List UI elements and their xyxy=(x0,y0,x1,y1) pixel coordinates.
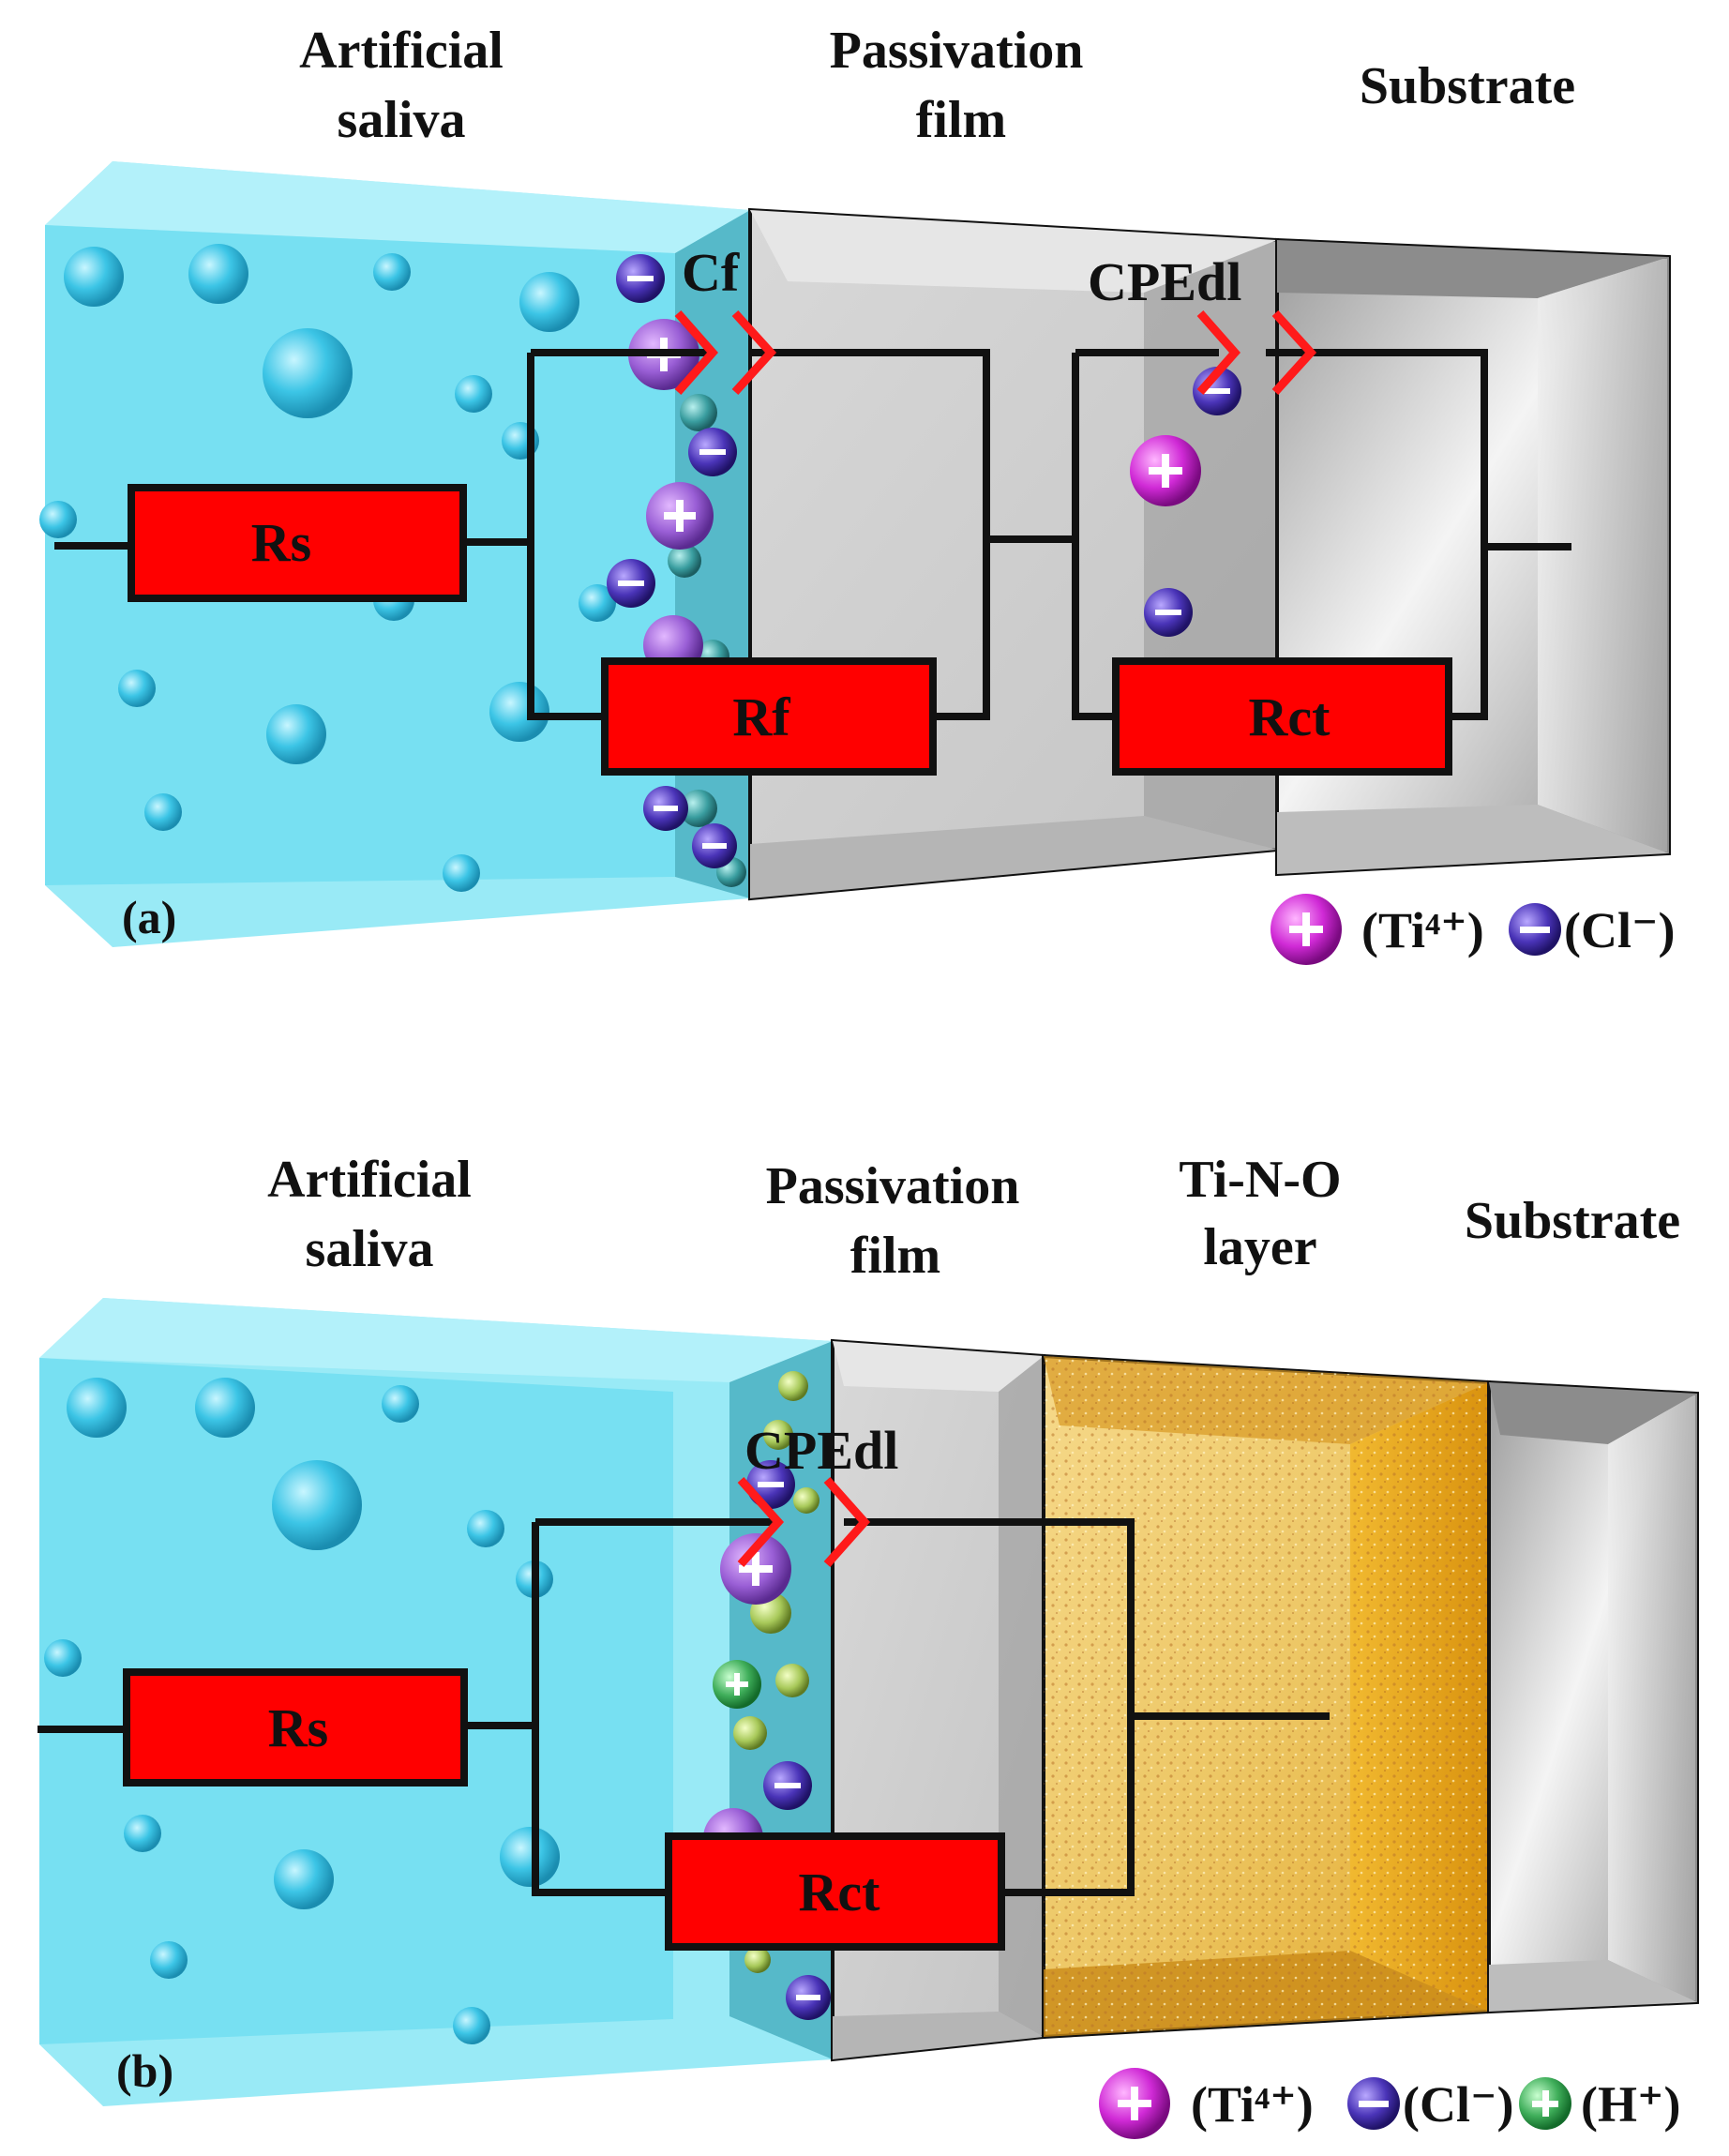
cation-legend-icon xyxy=(1270,894,1342,965)
ti-legend-label: (Ti⁴⁺) xyxy=(1361,902,1484,958)
panel-b-tino-header-line2: layer xyxy=(1203,1218,1316,1276)
cl-legend-label: (Cl⁻) xyxy=(1564,902,1675,958)
rct-b-resistor: Rct xyxy=(665,1832,1005,1951)
panel-a-film-header-line2: film xyxy=(916,91,1006,149)
anion-icon xyxy=(1193,367,1241,415)
rct-b-label: Rct xyxy=(799,1862,881,1922)
panel-b-substrate-header: Substrate xyxy=(1465,1192,1680,1250)
panel-a-film-header-line1: Passivation xyxy=(830,22,1084,80)
cl-b-legend-label: (Cl⁻) xyxy=(1403,2076,1513,2133)
cpedl-capacitor-symbol xyxy=(1196,309,1317,396)
anion-icon xyxy=(643,786,688,831)
rf-resistor: Rf xyxy=(601,657,937,776)
panel-b-film-header-line2: film xyxy=(850,1227,940,1285)
rs-resistor: Rs xyxy=(128,484,467,602)
panel-b-legend: (Ti⁴⁺) (Cl⁻) (H⁺) xyxy=(1099,2068,1680,2139)
panel-a-saliva-header-line2: saliva xyxy=(338,91,466,149)
rf-label: Rf xyxy=(732,686,790,747)
proton-icon xyxy=(713,1660,761,1709)
cf-capacitor-symbol xyxy=(674,309,777,396)
proton-legend-icon xyxy=(1519,2077,1571,2130)
anion-legend-icon xyxy=(1509,903,1561,956)
panel-b-ions xyxy=(703,1371,831,2020)
anion-icon xyxy=(688,428,737,476)
cpedl-b-capacitor-symbol xyxy=(737,1477,871,1567)
panel-b-tino-header-line1: Ti-N-O xyxy=(1179,1151,1341,1209)
panel-b-ti-n-o-layer-block xyxy=(1042,1353,1491,2040)
cf-label: Cf xyxy=(682,242,740,303)
panel-b-saliva-header-line1: Artificial xyxy=(267,1151,472,1209)
rs-label: Rs xyxy=(251,512,311,573)
rct-label: Rct xyxy=(1249,686,1331,747)
panel-b-saliva-header-line2: saliva xyxy=(306,1220,434,1278)
cation-icon xyxy=(720,1533,791,1605)
panel-a-substrate-header: Substrate xyxy=(1360,57,1575,115)
rs-b-label: Rs xyxy=(268,1697,328,1758)
anion-legend-icon xyxy=(1347,2077,1400,2130)
cation-legend-icon xyxy=(1099,2068,1170,2139)
panel-b: Rs Rct CPEdl Artificial saliva Passivati… xyxy=(38,1151,1699,2139)
panel-a-bubbles xyxy=(39,244,616,892)
panel-a-circuit-wires xyxy=(54,349,1571,720)
panel-a-passivation-film-block xyxy=(748,207,1279,901)
anion-icon xyxy=(616,254,665,303)
h-legend-label: (H⁺) xyxy=(1581,2076,1680,2133)
rct-resistor: Rct xyxy=(1112,657,1452,776)
panel-b-film-header-line1: Passivation xyxy=(766,1157,1020,1215)
panel-a-legend: (Ti⁴⁺) (Cl⁻) xyxy=(1270,894,1675,965)
anion-icon xyxy=(786,1975,831,2020)
anion-icon xyxy=(692,823,737,868)
panel-a-tag: (a) xyxy=(122,891,176,943)
panel-a-substrate-block xyxy=(1275,237,1671,877)
anion-icon xyxy=(607,559,655,608)
cpedl-b-label: CPEdl xyxy=(744,1420,898,1481)
rs-b-resistor: Rs xyxy=(123,1668,468,1787)
panel-b-tag: (b) xyxy=(116,2044,173,2097)
cpedl-label: CPEdl xyxy=(1088,251,1241,312)
ti-b-legend-label: (Ti⁴⁺) xyxy=(1191,2076,1314,2133)
panel-b-substrate-block xyxy=(1487,1380,1699,2014)
panel-a-ions xyxy=(607,254,1241,887)
panel-a: Rs Rf Rct Cf CPEdl Artificial saliva Pas… xyxy=(39,22,1675,965)
anion-icon xyxy=(1144,588,1193,637)
panel-b-bubbles xyxy=(44,1378,560,2044)
panel-a-saliva-header-line1: Artificial xyxy=(299,22,504,80)
cation-icon xyxy=(1130,435,1201,506)
anion-icon xyxy=(763,1761,812,1810)
panel-b-circuit-wires xyxy=(38,1518,1330,1896)
cation-icon xyxy=(646,482,714,550)
